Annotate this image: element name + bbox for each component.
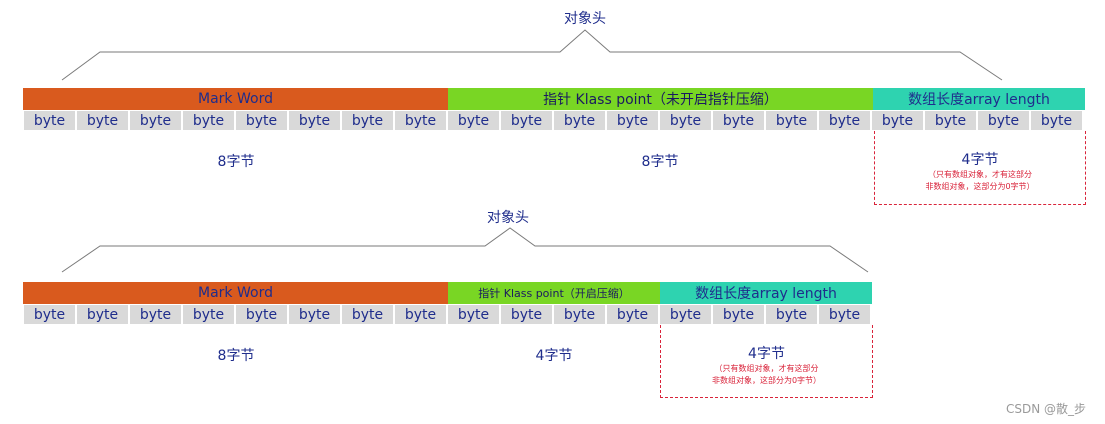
diagram1-mark-word: Mark Word xyxy=(23,88,448,110)
byte-cell: byte xyxy=(235,110,288,131)
diagram1-array-length-note-box: 4字节 （只有数组对象，才有这部分 非数组对象，这部分为0字节） xyxy=(874,131,1086,205)
diagram1-note-line1: （只有数组对象，才有这部分 xyxy=(928,170,1032,179)
diagram2-title: 对象头 xyxy=(487,210,529,226)
diagram1-note-line2: 非数组对象，这部分为0字节） xyxy=(925,182,1035,191)
byte-cell: byte xyxy=(659,304,712,325)
diagram1-mark-size: 8字节 xyxy=(217,154,255,170)
byte-cell: byte xyxy=(500,304,553,325)
byte-cell: byte xyxy=(500,110,553,131)
byte-cell: byte xyxy=(76,304,129,325)
byte-cell: byte xyxy=(871,110,924,131)
byte-cell: byte xyxy=(394,304,447,325)
byte-cell: byte xyxy=(447,304,500,325)
diagram2-note-line2: 非数组对象，这部分为0字节） xyxy=(711,376,822,385)
diagram1-length-size: 4字节 xyxy=(961,152,999,168)
watermark: CSDN @散_步 xyxy=(1006,402,1087,416)
byte-cell: byte xyxy=(712,110,765,131)
diagram1-array-length: 数组长度array length xyxy=(873,88,1085,110)
diagram2-klass-pointer: 指针 Klass point（开启压缩） xyxy=(448,282,660,304)
diagram2-klass-size: 4字节 xyxy=(535,348,573,364)
diagram1-klass-pointer: 指针 Klass point（未开启指针压缩） xyxy=(448,88,873,110)
byte-cell: byte xyxy=(341,110,394,131)
byte-cell: byte xyxy=(447,110,500,131)
diagram2-length-size: 4字节 xyxy=(748,346,785,362)
byte-cell: byte xyxy=(288,304,341,325)
diagram2-note-line1: （只有数组对象，才有这部分 xyxy=(714,364,819,373)
byte-cell: byte xyxy=(235,304,288,325)
diagram2-array-length: 数组长度array length xyxy=(660,282,872,304)
byte-cell: byte xyxy=(818,304,871,325)
byte-cell: byte xyxy=(341,304,394,325)
byte-cell: byte xyxy=(818,110,871,131)
byte-cell: byte xyxy=(23,304,76,325)
diagram2-array-length-note-box: 4字节 （只有数组对象，才有这部分 非数组对象，这部分为0字节） xyxy=(660,325,873,398)
byte-cell: byte xyxy=(553,110,606,131)
byte-cell: byte xyxy=(76,110,129,131)
byte-cell: byte xyxy=(1030,110,1083,131)
diagram2-mark-word: Mark Word xyxy=(23,282,448,304)
byte-cell: byte xyxy=(924,110,977,131)
byte-cell: byte xyxy=(129,304,182,325)
byte-cell: byte xyxy=(394,110,447,131)
byte-cell: byte xyxy=(23,110,76,131)
diagram2-mark-size: 8字节 xyxy=(217,348,255,364)
byte-cell: byte xyxy=(977,110,1030,131)
byte-cell: byte xyxy=(182,110,235,131)
byte-cell: byte xyxy=(288,110,341,131)
byte-cell: byte xyxy=(659,110,712,131)
byte-cell: byte xyxy=(606,110,659,131)
diagram1-byte-row: byte byte byte byte byte byte byte byte … xyxy=(23,110,1083,131)
byte-cell: byte xyxy=(182,304,235,325)
diagram1-title: 对象头 xyxy=(564,11,606,27)
byte-cell: byte xyxy=(606,304,659,325)
byte-cell: byte xyxy=(765,304,818,325)
diagram1-klass-size: 8字节 xyxy=(641,154,679,170)
diagram2-byte-row: byte byte byte byte byte byte byte byte … xyxy=(23,304,871,325)
byte-cell: byte xyxy=(553,304,606,325)
byte-cell: byte xyxy=(712,304,765,325)
byte-cell: byte xyxy=(129,110,182,131)
byte-cell: byte xyxy=(765,110,818,131)
